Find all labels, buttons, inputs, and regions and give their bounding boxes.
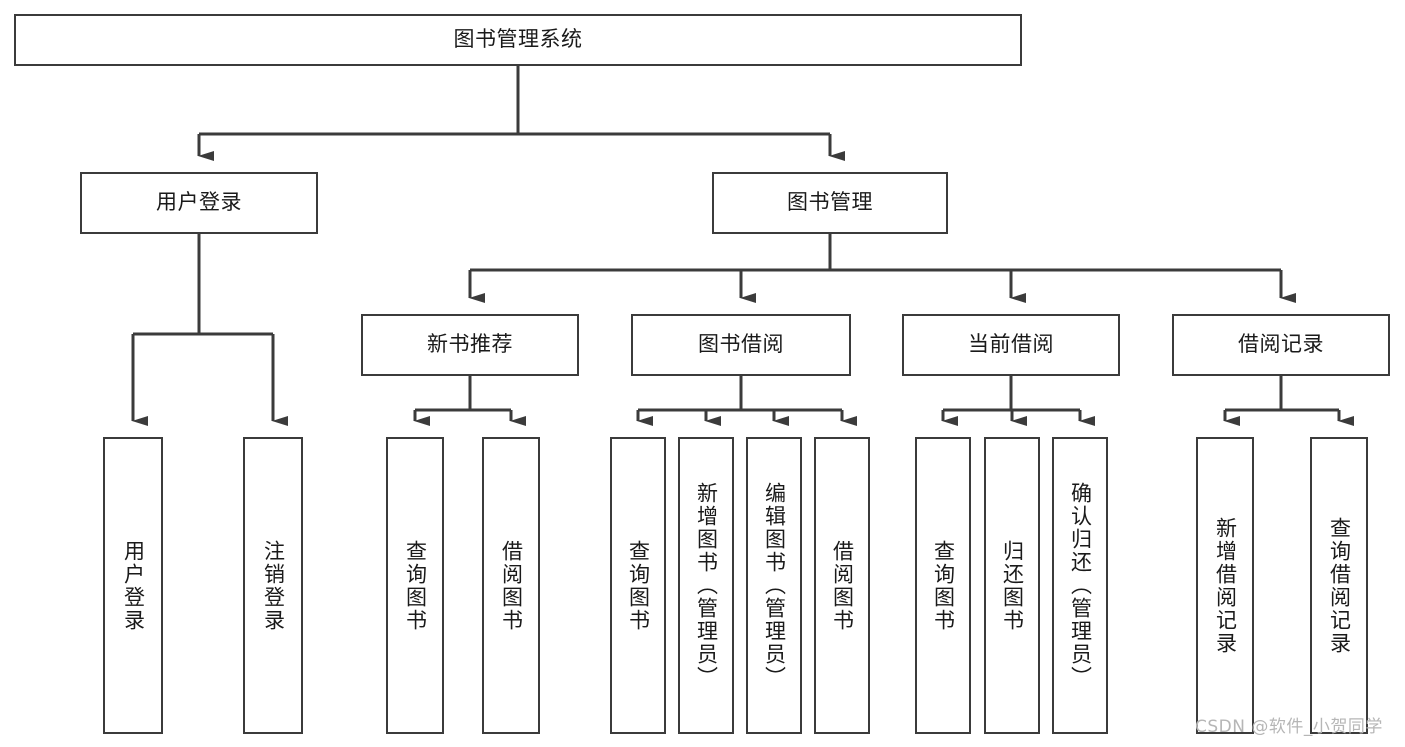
- node-leaf-logout-label: 注销登录: [261, 539, 286, 632]
- node-leaf-query-book-2[interactable]: 查询图书: [610, 437, 666, 734]
- node-new-book-recommend-label: 新书推荐: [427, 332, 513, 357]
- node-book-management-label: 图书管理: [787, 190, 873, 215]
- node-leaf-user-login-label: 用户登录: [121, 539, 146, 632]
- node-leaf-edit-book[interactable]: 编辑图书（管理员）: [746, 437, 802, 734]
- node-current-borrow-label: 当前借阅: [968, 332, 1054, 357]
- watermark: CSDN @软件_小贺同学: [1195, 717, 1383, 737]
- node-leaf-return-book[interactable]: 归还图书: [984, 437, 1040, 734]
- node-borrow-record[interactable]: 借阅记录: [1172, 314, 1390, 376]
- node-leaf-borrow-book-2[interactable]: 借阅图书: [814, 437, 870, 734]
- node-leaf-borrow-book-1-label: 借阅图书: [499, 539, 524, 632]
- node-leaf-query-record-label: 查询借阅记录: [1327, 516, 1352, 655]
- node-leaf-query-book-3-label: 查询图书: [931, 539, 956, 632]
- node-leaf-add-record-label: 新增借阅记录: [1213, 516, 1238, 655]
- node-book-borrow-label: 图书借阅: [698, 332, 784, 357]
- node-current-borrow[interactable]: 当前借阅: [902, 314, 1120, 376]
- node-leaf-query-book-1[interactable]: 查询图书: [386, 437, 444, 734]
- node-leaf-confirm-return[interactable]: 确认归还（管理员）: [1052, 437, 1108, 734]
- node-leaf-confirm-return-label: 确认归还（管理员）: [1068, 482, 1093, 689]
- node-borrow-record-label: 借阅记录: [1238, 332, 1324, 357]
- node-leaf-query-book-2-label: 查询图书: [626, 539, 651, 632]
- node-book-borrow[interactable]: 图书借阅: [631, 314, 851, 376]
- node-leaf-return-book-label: 归还图书: [1000, 539, 1025, 632]
- node-book-management[interactable]: 图书管理: [712, 172, 948, 234]
- node-leaf-borrow-book-2-label: 借阅图书: [830, 539, 855, 632]
- node-leaf-add-book[interactable]: 新增图书（管理员）: [678, 437, 734, 734]
- node-user-login-label: 用户登录: [156, 190, 242, 215]
- node-leaf-logout[interactable]: 注销登录: [243, 437, 303, 734]
- node-new-book-recommend[interactable]: 新书推荐: [361, 314, 579, 376]
- node-leaf-add-book-label: 新增图书（管理员）: [694, 482, 719, 689]
- node-root-label: 图书管理系统: [453, 27, 583, 52]
- node-leaf-query-book-1-label: 查询图书: [403, 539, 428, 632]
- node-root-system[interactable]: 图书管理系统: [14, 14, 1022, 66]
- node-leaf-borrow-book-1[interactable]: 借阅图书: [482, 437, 540, 734]
- node-leaf-user-login[interactable]: 用户登录: [103, 437, 163, 734]
- node-leaf-query-book-3[interactable]: 查询图书: [915, 437, 971, 734]
- node-leaf-query-record[interactable]: 查询借阅记录: [1310, 437, 1368, 734]
- node-leaf-add-record[interactable]: 新增借阅记录: [1196, 437, 1254, 734]
- node-leaf-edit-book-label: 编辑图书（管理员）: [762, 482, 787, 689]
- node-user-login[interactable]: 用户登录: [80, 172, 318, 234]
